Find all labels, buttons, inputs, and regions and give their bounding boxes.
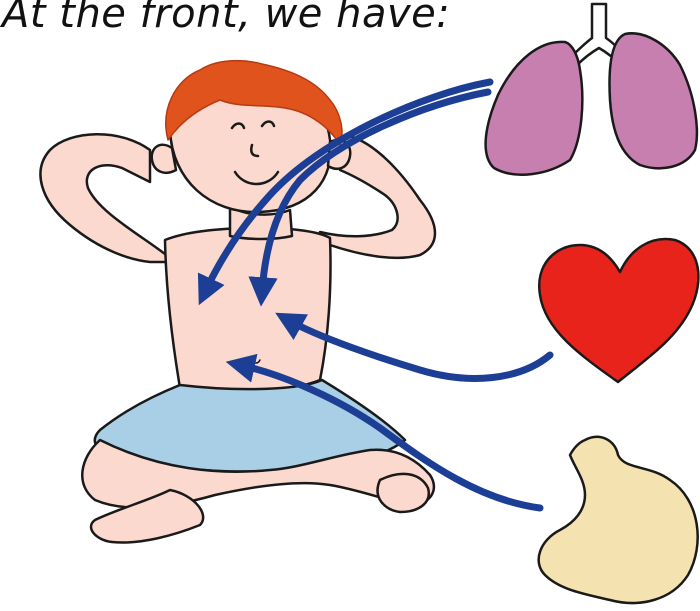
heart-icon <box>539 239 698 382</box>
right-lung <box>610 33 697 168</box>
right-foot <box>378 474 429 512</box>
stomach-icon <box>539 437 698 603</box>
left-ear <box>152 145 176 173</box>
lungs-icon <box>486 4 697 175</box>
left-lung <box>486 42 583 175</box>
